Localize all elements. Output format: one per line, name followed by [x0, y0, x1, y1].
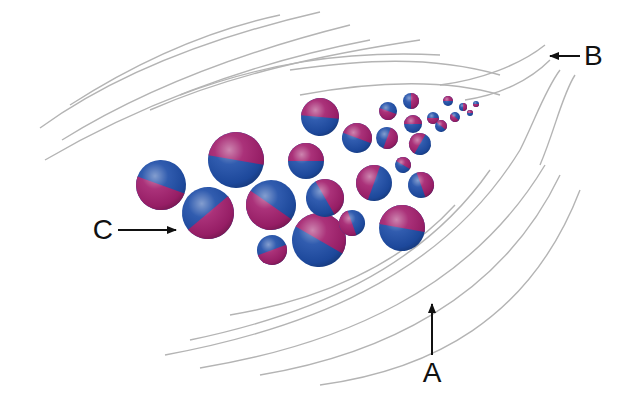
leader-arrows	[118, 56, 580, 355]
fat-droplets	[129, 93, 479, 277]
part-label: A	[423, 359, 442, 387]
fiber-lines	[40, 12, 580, 385]
part-label: C	[93, 216, 113, 244]
part-label: B	[584, 42, 603, 70]
